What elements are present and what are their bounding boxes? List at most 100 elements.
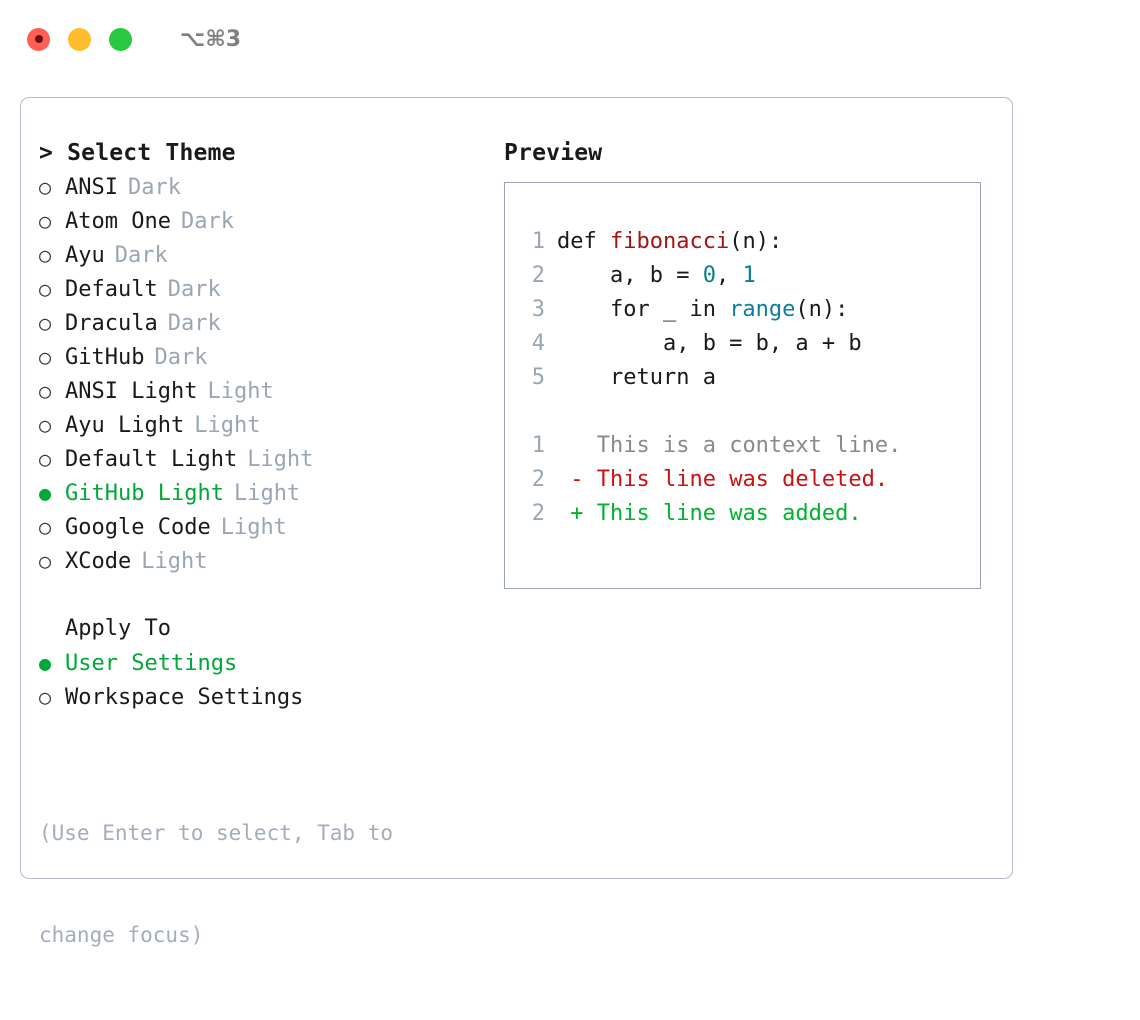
hint-text: (Use Enter to select, Tab to change focu… — [39, 748, 449, 1020]
line-number: 4 — [531, 331, 545, 356]
theme-option-github-light[interactable]: ● GitHub Light Light — [39, 476, 504, 510]
theme-variant-badge: Dark — [154, 345, 208, 370]
close-button-icon[interactable] — [27, 27, 50, 51]
theme-option-label: GitHub Light — [65, 481, 224, 506]
apply-to-option-list[interactable]: ●User Settings ○ Workspace Settings — [39, 646, 504, 714]
theme-option-ayu-light[interactable]: ○ Ayu Light Light — [39, 408, 504, 442]
radio-unselected-icon: ○ — [39, 243, 52, 267]
theme-option-label: Google Code — [65, 515, 211, 540]
code-token-plain: def — [557, 229, 610, 254]
radio-unselected-icon: ○ — [39, 379, 52, 403]
radio-selected-icon: ● — [39, 481, 52, 505]
theme-variant-badge: Light — [220, 515, 287, 540]
apply-to-option-user-settings[interactable]: ●User Settings — [39, 646, 504, 680]
line-number: 3 — [531, 297, 545, 322]
window-controls — [27, 27, 132, 51]
line-number: 1 — [531, 433, 545, 458]
apply-to-option-workspace-settings[interactable]: ○ Workspace Settings — [39, 680, 504, 714]
diff-line-del: 2 - This line was deleted. — [519, 463, 980, 497]
theme-option-ayu[interactable]: ○ Ayu Dark — [39, 238, 504, 272]
theme-option-default-light[interactable]: ○ Default Light Light — [39, 442, 504, 476]
radio-unselected-icon: ○ — [39, 515, 52, 539]
radio-unselected-icon: ○ — [39, 413, 52, 437]
hint-line-2: change focus) — [39, 923, 204, 947]
theme-variant-badge: Light — [233, 481, 301, 506]
diff-line-content: This is a context line. — [583, 433, 902, 458]
apply-to-option-label: Workspace Settings — [65, 685, 304, 710]
theme-variant-badge: Light — [247, 447, 314, 472]
diff-marker: - — [557, 467, 584, 492]
diff-marker: + — [557, 501, 584, 526]
code-line-content: a, b = 0, 1 — [557, 259, 756, 293]
theme-variant-badge: Dark — [180, 209, 234, 234]
radio-unselected-icon: ○ — [39, 685, 52, 709]
theme-variant-badge: Light — [207, 379, 274, 404]
minimize-button-icon[interactable] — [68, 27, 91, 51]
theme-option-label: Default Light — [65, 447, 238, 472]
code-token-num: 0 — [702, 263, 716, 288]
code-line-content: return a — [557, 361, 716, 395]
code-line-content: def fibonacci(n): — [557, 225, 782, 259]
code-line-content: a, b = b, a + b — [557, 327, 862, 361]
theme-option-label: Default — [65, 277, 158, 302]
line-number: 2 — [531, 501, 545, 526]
radio-unselected-icon: ○ — [39, 209, 52, 233]
code-token-builtin: range — [729, 297, 796, 322]
theme-option-label: Ayu Light — [65, 413, 185, 438]
code-token-plain: (n): — [729, 229, 783, 254]
code-token-fn: fibonacci — [609, 229, 730, 254]
maximize-button-icon[interactable] — [109, 27, 132, 51]
radio-unselected-icon: ○ — [39, 311, 52, 335]
radio-unselected-icon: ○ — [39, 447, 52, 471]
line-number: 2 — [531, 467, 545, 492]
code-line-content: for _ in range(n): — [557, 293, 848, 327]
title-bar: ⌥⌘3 — [0, 0, 1140, 78]
theme-variant-badge: Dark — [114, 243, 168, 268]
diff-marker — [557, 429, 584, 463]
theme-variant-badge: Light — [141, 549, 208, 574]
diff-line-content: This line was added. — [583, 501, 862, 526]
line-number: 1 — [531, 229, 545, 254]
hint-line-1: (Use Enter to select, Tab to — [39, 821, 394, 845]
theme-variant-badge: Dark — [167, 277, 221, 302]
radio-unselected-icon: ○ — [39, 277, 52, 301]
code-token-plain: return a — [557, 365, 716, 390]
code-token-plain: for _ in — [557, 297, 730, 322]
code-line: 3 for _ in range(n): — [519, 293, 980, 327]
theme-option-label: ANSI — [65, 175, 118, 200]
code-line: 5 return a — [519, 361, 980, 395]
theme-variant-badge: Dark — [127, 175, 181, 200]
theme-option-label: Ayu — [65, 243, 105, 268]
radio-unselected-icon: ○ — [39, 345, 52, 369]
theme-option-ansi[interactable]: ○ ANSI Dark — [39, 170, 504, 204]
code-token-num: 1 — [742, 263, 756, 288]
theme-option-label: XCode — [65, 549, 132, 574]
line-number: 5 — [531, 365, 545, 390]
diff-line-ctx: 1 This is a context line. — [519, 429, 980, 463]
code-token-plain: , — [715, 263, 743, 288]
code-line: 1 def fibonacci(n): — [519, 225, 980, 259]
theme-option-default[interactable]: ○ Default Dark — [39, 272, 504, 306]
diff-line-content: This line was deleted. — [583, 467, 889, 492]
diff-line-add: 2 + This line was added. — [519, 497, 980, 531]
theme-option-label: Dracula — [65, 311, 158, 336]
preview-heading: Preview — [504, 140, 603, 166]
code-token-plain: a, b = — [557, 263, 703, 288]
code-line: 4 a, b = b, a + b — [519, 327, 980, 361]
theme-option-google-code[interactable]: ○ Google Code Light — [39, 510, 504, 544]
code-token-plain: a, b = b, a + b — [557, 331, 862, 356]
radio-unselected-icon: ○ — [39, 175, 52, 199]
theme-variant-badge: Light — [194, 413, 261, 438]
select-theme-heading: > Select Theme — [39, 140, 236, 166]
